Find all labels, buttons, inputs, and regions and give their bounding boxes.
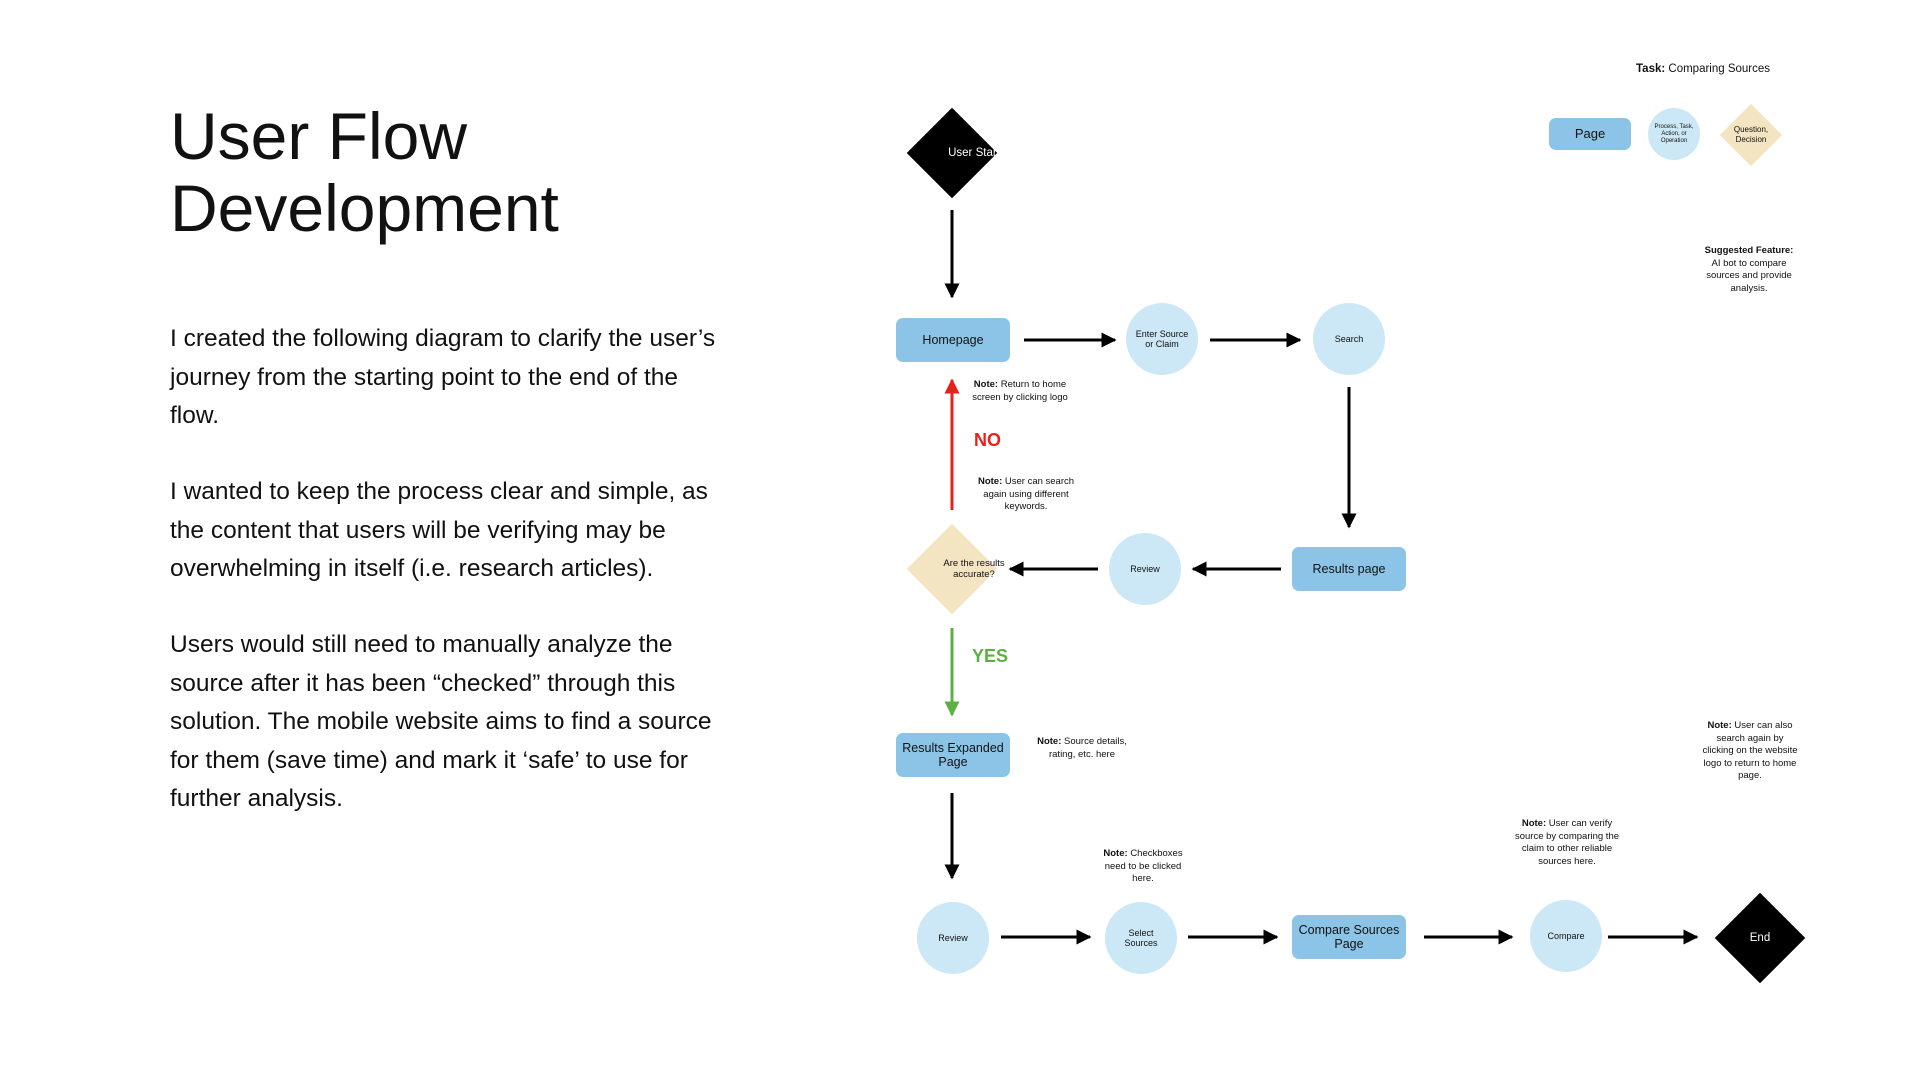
note-checkboxes: Note: Checkboxes need to be clicked here… xyxy=(1094,848,1192,886)
legend-decision-label: Question, Decision xyxy=(1733,125,1769,144)
note-suggested-feature-text: AI bot to compare sources and provide an… xyxy=(1706,257,1792,294)
note-suggested-feature: Suggested Feature: AI bot to compare sou… xyxy=(1694,245,1804,295)
title-line-2: Development xyxy=(170,171,559,245)
legend-page: Page xyxy=(1549,118,1631,150)
yes-branch-label: YES xyxy=(972,646,1009,666)
enter-source-node: Enter Source or Claim xyxy=(1126,303,1198,375)
end-node: End xyxy=(1714,892,1806,984)
legend-decision: Question, Decision xyxy=(1719,103,1783,167)
compare-sources-page-node: Compare Sources Page xyxy=(1292,915,1406,959)
note-source-details-text: Source details, rating, etc. here xyxy=(1048,736,1127,760)
select-sources-label: Select Sources xyxy=(1124,927,1158,949)
note-checkboxes-key: Note: xyxy=(1103,848,1128,859)
note-search-logo: Note: User can also search again by clic… xyxy=(1700,720,1800,783)
select-sources-node: Select Sources xyxy=(1105,902,1177,974)
results-expanded-label: Results Expanded Page xyxy=(902,741,1004,769)
results-page-node: Results page xyxy=(1292,547,1406,591)
task-label: Task: Comparing Sources xyxy=(1636,63,1770,75)
decision-node: Are the results accurate? xyxy=(906,523,1005,615)
compare-node: Compare xyxy=(1530,900,1602,972)
intro-paragraph: I created the following diagram to clari… xyxy=(170,325,716,429)
compare-sources-page-label: Compare Sources Page xyxy=(1298,923,1400,951)
search-node: Search xyxy=(1313,303,1385,375)
homepage-label: Homepage xyxy=(922,333,984,347)
results-page-label: Results page xyxy=(1312,562,1386,576)
note-search-again: Note: User can search again using differ… xyxy=(972,476,1080,514)
analysis-paragraph: Users would still need to manually analy… xyxy=(170,631,712,812)
note-return-home-key: Note: xyxy=(973,379,999,390)
title-line-1: User Flow xyxy=(170,99,468,173)
legend-page-label: Page xyxy=(1574,126,1606,141)
note-verify-key: Note: xyxy=(1521,818,1547,829)
note-search-logo-text: User can also search again by clicking o… xyxy=(1702,720,1798,781)
start-node: User Start xyxy=(906,107,1000,199)
results-expanded-node: Results Expanded Page xyxy=(896,733,1010,777)
decision-label: Are the results accurate? xyxy=(943,557,1005,581)
note-checkboxes-text: Checkboxes need to be clicked here. xyxy=(1104,848,1183,884)
note-search-again-text: User can search again using different ke… xyxy=(983,476,1075,512)
review-node-2: Review xyxy=(917,902,989,974)
note-return-home: Note: Return to home screen by clicking … xyxy=(972,379,1068,404)
legend-process-label: Process, Task, Action, or Operation xyxy=(1654,123,1694,144)
note-return-home-text: Return to home screen by clicking logo xyxy=(972,379,1068,403)
note-suggested-feature-key: Suggested Feature: xyxy=(1704,245,1794,256)
note-verify: Note: User can verify source by comparin… xyxy=(1514,818,1620,868)
note-search-again-key: Note: xyxy=(977,476,1003,487)
note-source-details: Note: Source details, rating, etc. here xyxy=(1032,736,1132,761)
end-label: End xyxy=(1749,932,1771,944)
note-search-logo-key: Note: xyxy=(1707,720,1732,731)
task-label-value: Comparing Sources xyxy=(1668,63,1771,75)
review-node-1: Review xyxy=(1109,533,1181,605)
review-label-1: Review xyxy=(1130,563,1160,574)
review-label-2: Review xyxy=(938,932,968,943)
enter-source-label: Enter Source or Claim xyxy=(1135,328,1189,350)
note-verify-text: User can verify source by comparing the … xyxy=(1514,818,1620,867)
compare-label: Compare xyxy=(1547,930,1585,941)
search-label: Search xyxy=(1334,333,1364,344)
start-label: User Start xyxy=(948,147,1000,159)
page-title: User Flow Development xyxy=(170,100,559,244)
process-paragraph: I wanted to keep the process clear and s… xyxy=(170,478,708,582)
legend-process: Process, Task, Action, or Operation xyxy=(1648,108,1700,160)
no-branch-label: NO xyxy=(974,430,1001,450)
note-source-details-key: Note: xyxy=(1037,736,1062,747)
homepage-node: Homepage xyxy=(896,318,1010,362)
task-label-key: Task: xyxy=(1636,63,1666,75)
